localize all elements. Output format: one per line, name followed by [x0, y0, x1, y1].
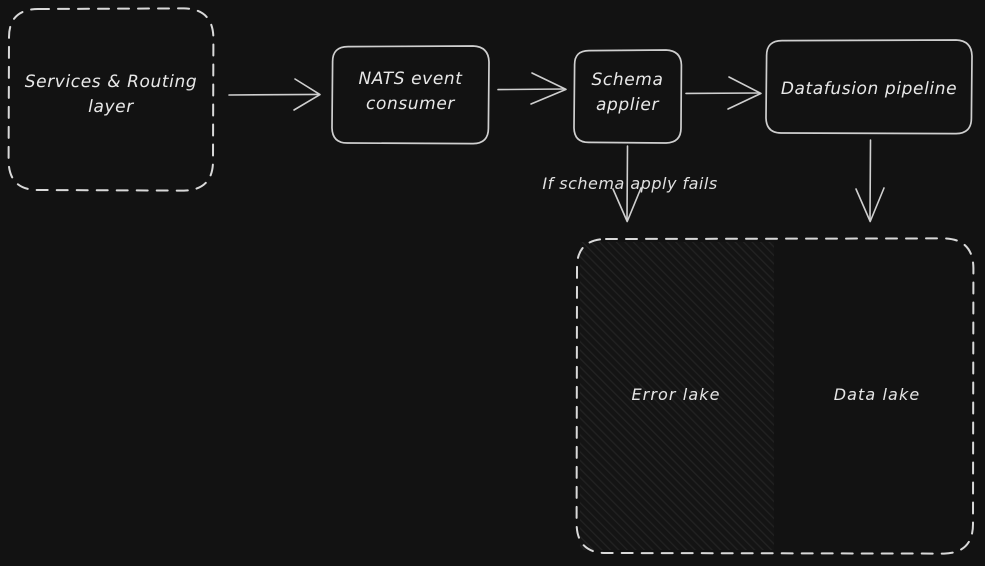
node-datafusion-pipeline-shape [765, 39, 973, 135]
node-nats-event-consumer[interactable] [332, 46, 489, 144]
node-error-lake[interactable] [577, 239, 774, 554]
node-datafusion-pipeline[interactable] [766, 40, 972, 134]
edge-datafusion-to-data-lake [855, 139, 885, 223]
edge-nats-to-schema [497, 72, 567, 105]
error-lake-hatch-fill [580, 242, 774, 550]
node-services-routing-layer[interactable] [8, 8, 214, 191]
node-lake-container-shape [575, 237, 975, 555]
edge-schema-to-datafusion [685, 76, 762, 110]
node-schema-applier-shape [573, 49, 683, 144]
node-data-lake[interactable] [774, 239, 973, 554]
node-services-routing-layer-shape [7, 7, 215, 192]
node-nats-event-consumer-shape [331, 45, 490, 145]
node-schema-applier[interactable] [574, 50, 681, 143]
edge-services-to-nats [228, 78, 321, 111]
edge-schema-to-error-lake [612, 145, 642, 223]
